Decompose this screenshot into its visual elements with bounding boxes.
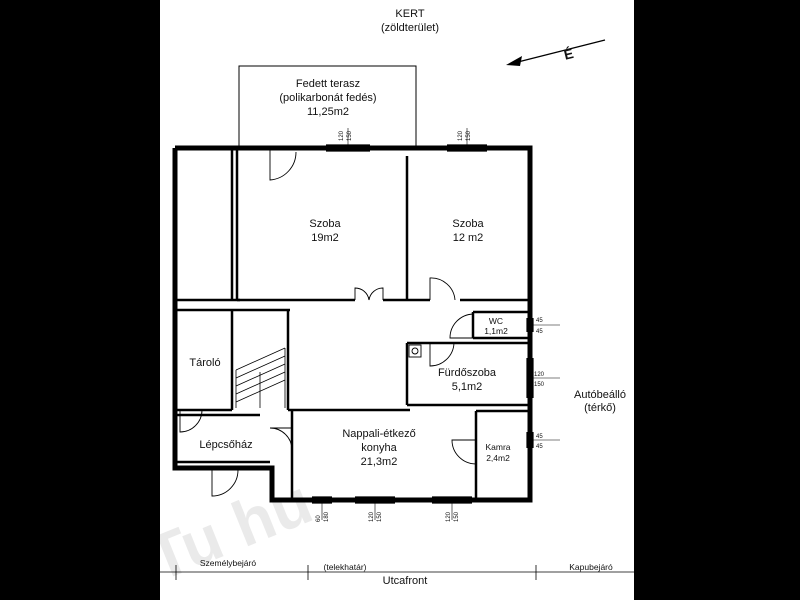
room1-name: Szoba: [309, 218, 341, 230]
svg-text:180: 180: [324, 511, 330, 522]
bathroom-area: 5,1m2: [452, 381, 483, 393]
window-dimension-labels: 120 150 120 150 45 45 120 150 45 45 60 1…: [316, 130, 545, 522]
plot-boundary-label: (telekhatár): [324, 562, 367, 572]
watermark: Tu hu: [160, 465, 322, 595]
living-sub: konyha: [361, 442, 397, 454]
interior-walls: [177, 150, 528, 498]
svg-text:120: 120: [534, 372, 545, 378]
svg-text:120: 120: [458, 130, 464, 141]
parking-label: Autóbeálló: [574, 389, 626, 401]
dimension-lines: [321, 128, 560, 520]
svg-text:120: 120: [339, 130, 345, 141]
room2-area: 12 m2: [453, 232, 484, 244]
svg-text:150: 150: [377, 511, 383, 522]
basin-icon: [411, 347, 419, 355]
parking-sub: (térkő): [584, 402, 616, 414]
floor-plan: Tu hu KERT (zöldterület) É Fedett terasz…: [160, 8, 634, 595]
compass-letter: É: [562, 45, 575, 63]
svg-text:150: 150: [534, 382, 545, 388]
driveway-gate: Kapubejáró: [569, 562, 613, 572]
bathroom-name: Fürdőszoba: [438, 367, 497, 379]
svg-text:120: 120: [446, 511, 452, 522]
svg-text:45: 45: [536, 318, 543, 324]
plot-boundary: [160, 565, 634, 580]
svg-text:150: 150: [347, 130, 353, 141]
stairs: [235, 347, 286, 408]
svg-text:45: 45: [536, 434, 543, 440]
pantry-area: 2,4m2: [486, 453, 510, 463]
terrace-cover-label: (polikarbonát fedés): [279, 92, 376, 104]
pedestrian-entrance: Személybejáró: [200, 558, 256, 568]
svg-text:150: 150: [454, 511, 460, 522]
terrace-label: Fedett terasz: [296, 78, 360, 90]
floor-plan-sheet: Tu hu KERT (zöldterület) É Fedett terasz…: [160, 0, 634, 600]
wc-name: WC: [489, 316, 503, 326]
north-arrow-icon: É: [506, 39, 606, 66]
svg-text:45: 45: [536, 444, 543, 450]
street-front: Utcafront: [383, 575, 428, 587]
pantry-name: Kamra: [485, 442, 510, 452]
garden-subtitle: (zöldterület): [381, 22, 439, 34]
doors: [179, 150, 477, 497]
terrace: Fedett terasz (polikarbonát fedés) 11,25…: [238, 65, 417, 148]
wc-area: 1,1m2: [484, 326, 508, 336]
fixture-icon: [408, 344, 422, 358]
svg-text:45: 45: [536, 329, 543, 335]
staircase-name: Lépcsőház: [199, 439, 252, 451]
storage-name: Tároló: [189, 357, 220, 369]
room2-name: Szoba: [452, 218, 484, 230]
svg-text:120: 120: [369, 511, 375, 522]
svg-text:150: 150: [466, 130, 472, 141]
room1-area: 19m2: [311, 232, 339, 244]
svg-text:60: 60: [316, 515, 322, 522]
living-name: Nappali-étkező: [342, 428, 415, 440]
outer-walls: [172, 145, 533, 503]
terrace-area: 11,25m2: [307, 106, 349, 118]
garden-title: KERT: [395, 8, 424, 20]
living-area: 21,3m2: [361, 456, 398, 468]
